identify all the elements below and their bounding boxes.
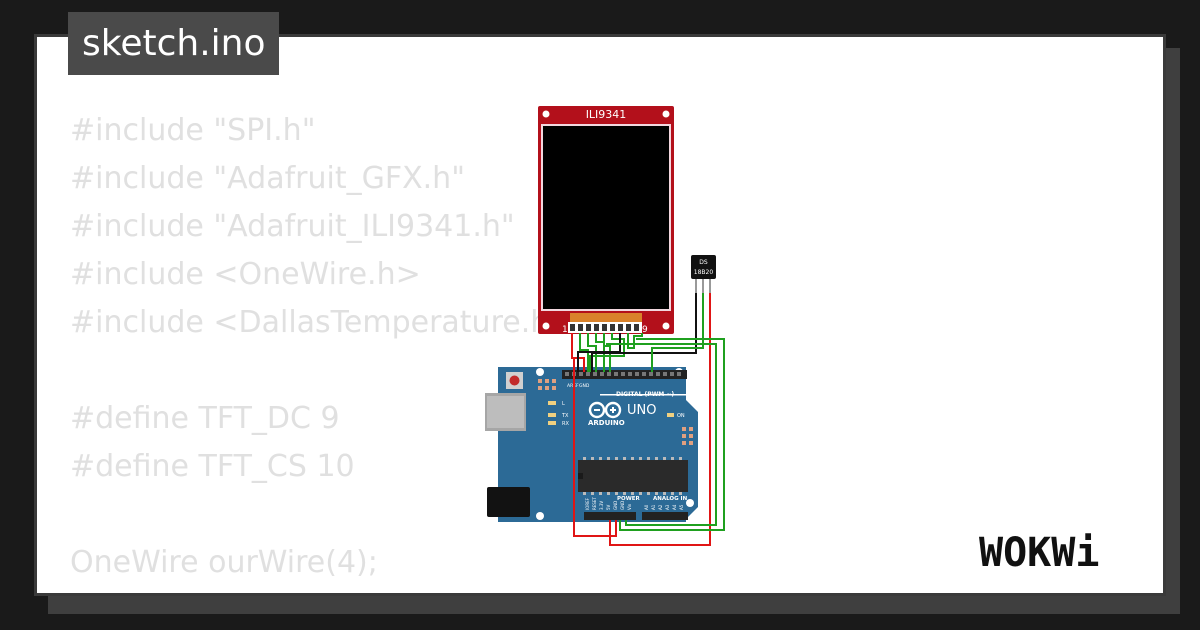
digital-header-pins xyxy=(565,372,681,376)
ili9341-display: ILI9341 1 9 xyxy=(538,106,674,335)
gnd-label: GND xyxy=(579,383,590,389)
display-pins xyxy=(570,324,639,331)
board-brand-label: ARDUINO xyxy=(588,419,625,427)
icsp2-header xyxy=(682,427,693,445)
mount-hole xyxy=(536,368,544,376)
display-flex-connector xyxy=(570,313,642,322)
led-rx xyxy=(548,421,556,425)
digital-label: DIGITAL (PWM ~) xyxy=(616,391,674,398)
mount-hole xyxy=(662,110,670,118)
analog-pin-label: A4 xyxy=(672,504,677,510)
led-rx-label: RX xyxy=(562,421,569,427)
sensor-leg xyxy=(695,279,697,293)
board-model-label: UNO xyxy=(627,403,656,418)
wire-sensor-gnd xyxy=(591,293,697,372)
power-header xyxy=(584,512,636,520)
power-pin-label: Vin xyxy=(627,503,632,510)
led-tx-label: TX xyxy=(561,413,569,419)
mount-hole xyxy=(542,322,550,330)
mount-hole xyxy=(536,512,544,520)
chip-pins xyxy=(583,457,682,495)
display-screen xyxy=(543,126,669,309)
power-pin-label: 5V xyxy=(606,504,611,510)
display-model-label: ILI9341 xyxy=(586,108,627,121)
code-line: #define TFT_CS 10 xyxy=(70,449,355,484)
wokwi-logo-text: WOKWi xyxy=(979,530,1099,576)
power-pin-label: GND xyxy=(620,501,625,510)
power-jack xyxy=(487,487,530,517)
power-pin-label: GND xyxy=(613,501,618,510)
wire-display-mosi xyxy=(603,333,611,372)
power-label: POWER xyxy=(617,496,641,502)
code-line: #define TFT_DC 9 xyxy=(70,401,340,436)
reset-button-cap[interactable] xyxy=(509,375,520,386)
mount-hole xyxy=(686,499,694,507)
wire-loop-green-2 xyxy=(606,343,717,526)
wire-sensor-vcc xyxy=(609,293,711,546)
wire-display-reset xyxy=(587,333,597,372)
display-pin-first-label: 1 xyxy=(562,325,568,335)
led-tx xyxy=(548,413,556,417)
sensor-leg xyxy=(702,279,704,293)
analog-pin-label: A2 xyxy=(658,504,663,510)
analog-pin-label: A1 xyxy=(651,504,656,510)
code-line: OneWire ourWire(4); xyxy=(70,545,378,580)
led-l-label: L xyxy=(562,401,565,407)
code-line: #include <DallasTemperature.h> xyxy=(70,305,575,340)
display-pin-last-label: 9 xyxy=(642,325,648,335)
filename-tab: sketch.ino xyxy=(68,12,280,75)
digital-label-underline xyxy=(600,394,686,396)
analog-label: ANALOG IN xyxy=(653,496,688,502)
icsp-header xyxy=(538,379,556,390)
code-line: #include "Adafruit_ILI9341.h" xyxy=(70,209,515,244)
led-on-label: ON xyxy=(677,413,685,419)
analog-pin-label: A0 xyxy=(644,504,649,510)
analog-header xyxy=(642,512,688,520)
code-line: #include <OneWire.h> xyxy=(70,257,421,292)
wokwi-logo: WOKWi xyxy=(979,530,1099,576)
wire-display-5v xyxy=(572,357,617,537)
power-pin-label: IOREF xyxy=(585,497,590,510)
ds18b20-sensor: DS 18B20 xyxy=(691,255,716,293)
sensor-body xyxy=(691,255,716,279)
led-on xyxy=(667,413,674,417)
usb-connector-face xyxy=(487,396,524,428)
wire-sensor-data xyxy=(651,293,704,372)
atmega-chip xyxy=(578,460,688,492)
wire-display-miso xyxy=(627,333,643,349)
sensor-label-line1: DS xyxy=(699,259,708,266)
led-l xyxy=(548,401,556,405)
chip-notch xyxy=(578,473,583,479)
analog-pin-label: A3 xyxy=(665,504,670,510)
wire-display-cs xyxy=(579,333,589,372)
arduino-uno: AREF GND DIGITAL (PWM ~) L TX RX UNO ARD… xyxy=(485,367,698,522)
wire-loop-green xyxy=(619,338,725,531)
code-line: #include "SPI.h" xyxy=(70,113,316,148)
wires xyxy=(571,293,725,546)
wire-display-sck xyxy=(589,333,625,372)
analog-pin-label: A5 xyxy=(679,504,684,510)
power-pin-label: 3.3V xyxy=(599,501,604,510)
sensor-label-line2: 18B20 xyxy=(694,269,714,276)
mount-hole xyxy=(662,322,670,330)
code-line: #include "Adafruit_GFX.h" xyxy=(70,161,465,196)
mount-hole xyxy=(542,110,550,118)
power-pin-label: RESET xyxy=(592,497,597,510)
arduino-infinity-icon xyxy=(588,401,622,419)
code-preview: #include "SPI.h" #include "Adafruit_GFX.h… xyxy=(70,107,651,593)
power-pin-labels: IOREF RESET 3.3V 5V GND GND Vin A0 A1 A2… xyxy=(585,497,684,510)
sensor-leg xyxy=(709,279,711,293)
